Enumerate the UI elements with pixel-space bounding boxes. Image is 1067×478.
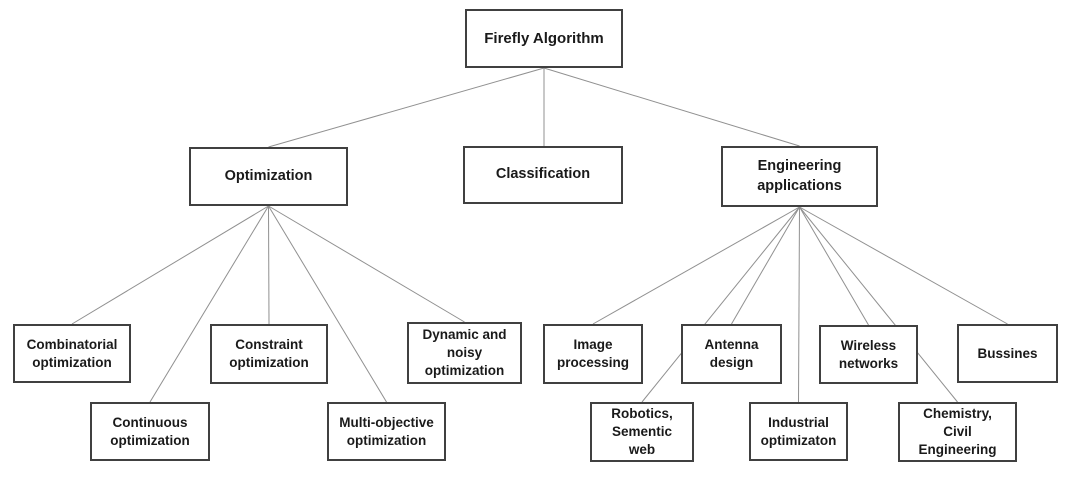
node-image-processing: Image processing: [543, 324, 643, 384]
node-multi-objective-optimization: Multi-objective optimization: [327, 402, 446, 461]
node-robotics-sementic-web: Robotics, Sementic web: [590, 402, 694, 462]
node-antenna-design: Antenna design: [681, 324, 782, 384]
node-firefly-algorithm: Firefly Algorithm: [465, 9, 623, 68]
edge-engineering-chemistry: [799, 206, 958, 403]
node-bussines: Bussines: [957, 324, 1058, 383]
edge-engineering-antenna: [731, 206, 800, 325]
edge-firefly-optimization: [268, 67, 545, 148]
edge-engineering-image: [592, 206, 800, 325]
node-industrial-optimizaton: Industrial optimizaton: [749, 402, 848, 461]
node-wireless-networks: Wireless networks: [819, 325, 918, 384]
node-combinatorial-optimization: Combinatorial optimization: [13, 324, 131, 383]
edge-engineering-wireless: [799, 206, 869, 326]
node-chemistry-civil-engineering: Chemistry, Civil Engineering: [898, 402, 1017, 462]
node-classification: Classification: [463, 146, 623, 204]
edge-optimization-multiobjective: [268, 205, 387, 403]
node-engineering-applications: Engineering applications: [721, 146, 878, 207]
edge-engineering-industrial: [798, 206, 800, 403]
edge-engineering-robotics: [641, 206, 800, 403]
edge-optimization-dynamic: [268, 205, 465, 323]
edge-optimization-combinatorial: [71, 205, 269, 325]
edge-optimization-constraint: [268, 205, 270, 325]
node-optimization: Optimization: [189, 147, 348, 206]
node-constraint-optimization: Constraint optimization: [210, 324, 328, 384]
edge-optimization-continuous: [149, 205, 269, 403]
node-dynamic-and-noisy-optimization: Dynamic and noisy optimization: [407, 322, 522, 384]
edge-firefly-engineering: [543, 67, 800, 147]
edge-engineering-bussines: [799, 206, 1008, 325]
node-continuous-optimization: Continuous optimization: [90, 402, 210, 461]
